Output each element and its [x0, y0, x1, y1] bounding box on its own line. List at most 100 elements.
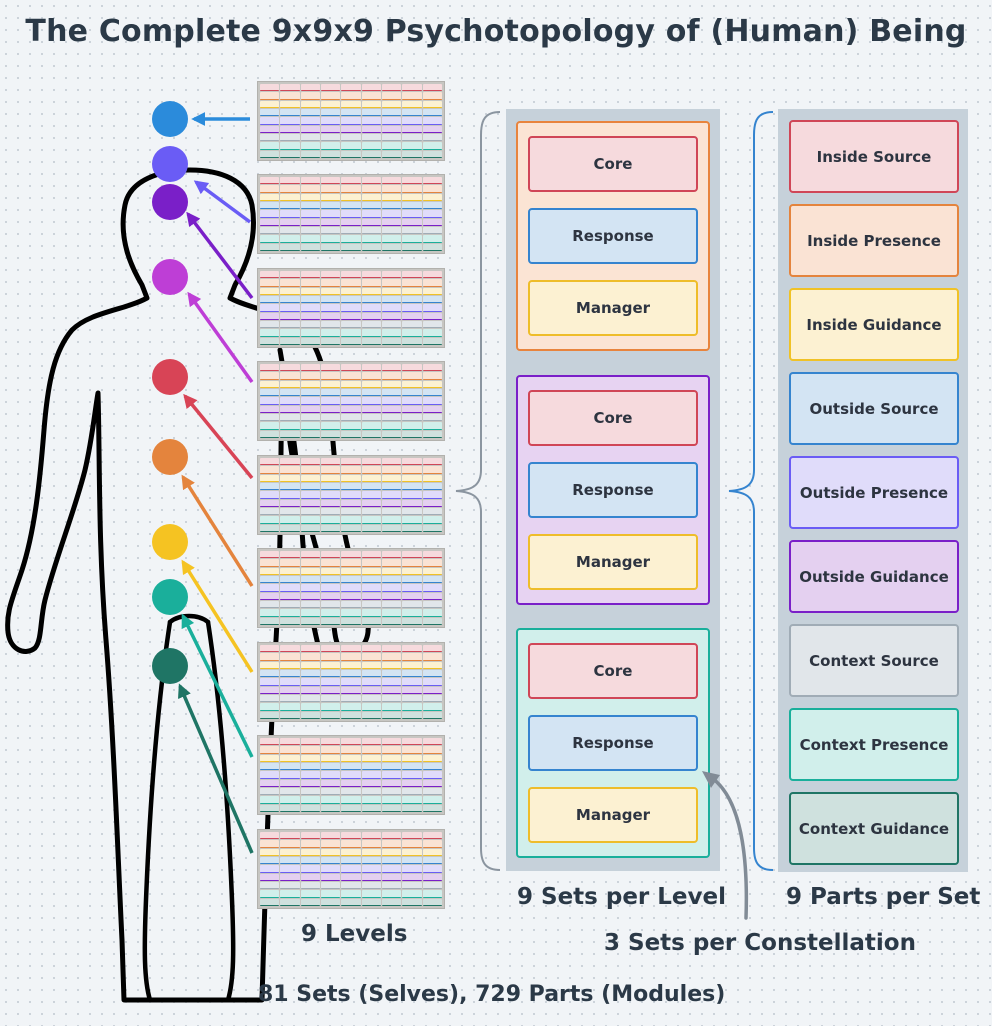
level-cell	[402, 380, 422, 388]
level-cell	[321, 405, 341, 413]
level-cell	[382, 754, 402, 762]
level-cell	[260, 430, 280, 438]
level-cell	[422, 779, 442, 787]
level-cell	[341, 592, 361, 600]
level-cell	[260, 84, 280, 92]
level-cell	[260, 185, 280, 193]
level-cell	[382, 337, 402, 345]
level-cell	[422, 609, 442, 617]
level-cell	[422, 414, 442, 422]
level-cell	[260, 678, 280, 686]
level-cell	[300, 592, 320, 600]
level-cell	[422, 321, 442, 329]
level-cell	[280, 804, 300, 812]
level-cell	[341, 788, 361, 796]
level-cell	[300, 397, 320, 405]
level-cell	[280, 84, 300, 92]
level-cell	[300, 279, 320, 287]
level-cell	[260, 142, 280, 150]
level-cell	[280, 796, 300, 804]
level-cell	[280, 92, 300, 100]
level-cell	[321, 414, 341, 422]
level-cell	[260, 711, 280, 719]
level-cell	[300, 150, 320, 158]
level-cell	[321, 329, 341, 337]
level-cell	[382, 389, 402, 397]
level-cell	[422, 380, 442, 388]
level-cell	[300, 321, 320, 329]
level-cell	[382, 516, 402, 524]
level-cell	[402, 559, 422, 567]
level-cell	[321, 389, 341, 397]
level-cell	[402, 125, 422, 133]
level-cell	[280, 243, 300, 251]
level-cell	[361, 458, 381, 466]
level-cell	[341, 177, 361, 185]
level-cell	[422, 243, 442, 251]
level-cell	[422, 177, 442, 185]
level-cell	[402, 703, 422, 711]
level-cell	[300, 754, 320, 762]
level-cell	[321, 898, 341, 906]
level-cell	[341, 882, 361, 890]
level-cell	[361, 218, 381, 226]
level-cell	[361, 430, 381, 438]
level-cell	[422, 466, 442, 474]
level-cell	[382, 243, 402, 251]
level-cell	[321, 670, 341, 678]
level-cell	[280, 474, 300, 482]
level-cell	[422, 746, 442, 754]
level-cell	[260, 857, 280, 865]
chakra-dot-4	[152, 259, 188, 295]
level-cell	[361, 372, 381, 380]
level-cell	[402, 551, 422, 559]
level-cell	[321, 364, 341, 372]
level-cell	[280, 746, 300, 754]
level-cell	[422, 287, 442, 295]
level-cell	[260, 491, 280, 499]
part-outside-source: Outside Source	[789, 372, 959, 445]
level-cell	[321, 601, 341, 609]
level-cell	[341, 661, 361, 669]
level-arrow	[193, 180, 252, 224]
level-cell	[300, 898, 320, 906]
level-cell	[402, 754, 422, 762]
level-cell	[341, 551, 361, 559]
level-cell	[321, 584, 341, 592]
level-cell	[321, 422, 341, 430]
level-cell	[361, 746, 381, 754]
level-cell	[422, 193, 442, 201]
level-cell	[341, 304, 361, 312]
level-cell	[382, 210, 402, 218]
level-cell	[280, 686, 300, 694]
level-cell	[321, 703, 341, 711]
level-cell	[361, 670, 381, 678]
level-cell	[361, 788, 381, 796]
part-outside-guidance: Outside Guidance	[789, 540, 959, 613]
level-cell	[402, 202, 422, 210]
level-cell	[361, 466, 381, 474]
level-cell	[260, 645, 280, 653]
level-cell	[280, 321, 300, 329]
level-cell	[402, 193, 422, 201]
level-cell	[280, 508, 300, 516]
level-cell	[321, 771, 341, 779]
level-cell	[361, 483, 381, 491]
level-cell	[422, 491, 442, 499]
level-cell	[260, 804, 280, 812]
level-cell	[321, 796, 341, 804]
level-cell	[402, 796, 422, 804]
part-context-guidance: Context Guidance	[789, 792, 959, 865]
level-cell	[382, 218, 402, 226]
level-cell	[361, 857, 381, 865]
level-cell	[382, 185, 402, 193]
level-cell	[321, 524, 341, 532]
level-cell	[300, 483, 320, 491]
level-cell	[300, 584, 320, 592]
level-cell	[341, 763, 361, 771]
level-cell	[260, 243, 280, 251]
level-cell	[321, 711, 341, 719]
level-cell	[300, 551, 320, 559]
level-cell	[260, 227, 280, 235]
level-cell	[321, 125, 341, 133]
